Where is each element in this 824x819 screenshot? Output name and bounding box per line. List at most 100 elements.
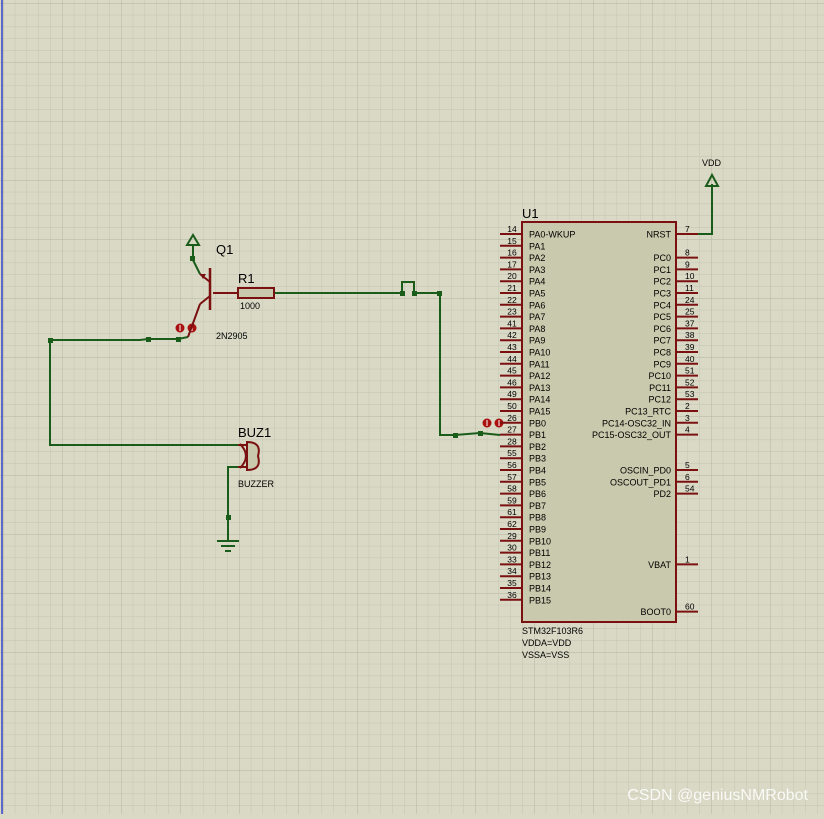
u1-pin-name: PC3 <box>653 289 671 299</box>
u1-pin-number: 62 <box>507 519 517 529</box>
u1-pin-number: 51 <box>685 366 695 376</box>
u1-pin-name: PA12 <box>529 371 550 381</box>
u1-pin-number: 16 <box>507 248 517 258</box>
u1-pin-name: OSCIN_PD0 <box>620 466 671 476</box>
u1-pin-number: 2 <box>685 401 690 411</box>
r1-resistor[interactable]: R1 1000 <box>237 271 275 311</box>
u1-pin-number: 53 <box>685 389 695 399</box>
u1-pin-name: PB9 <box>529 525 546 535</box>
u1-pin-number: 1 <box>685 554 690 564</box>
u1-pin-number: 6 <box>685 472 690 482</box>
u1-pin-number: 26 <box>507 413 517 423</box>
u1-pin-number: 59 <box>507 495 517 505</box>
u1-pin-name: PA11 <box>529 359 550 369</box>
u1-pin-name: PB14 <box>529 584 551 594</box>
u1-pin-name: VBAT <box>648 560 671 570</box>
u1-pin-name: PA6 <box>529 300 545 310</box>
q1-transistor[interactable]: Q1 2N2905 <box>185 233 248 341</box>
u1-pin-number: 33 <box>507 554 517 564</box>
u1-pin-number: 30 <box>507 543 517 553</box>
u1-pin-name: PC6 <box>653 324 671 334</box>
u1-pin-name: PA13 <box>529 383 550 393</box>
u1-pin-number: 8 <box>685 248 690 258</box>
u1-pin-number: 50 <box>507 401 517 411</box>
u1-pin-name: PA14 <box>529 395 550 405</box>
u1-pin-name: PA15 <box>529 407 550 417</box>
u1-pin-number: 35 <box>507 578 517 588</box>
u1-pin-name: PA0-WKUP <box>529 230 575 240</box>
u1-pin-number: 22 <box>507 295 517 305</box>
u1-pin-number: 25 <box>685 307 695 317</box>
u1-prop-vdda: VDDA=VDD <box>522 638 572 648</box>
vdd-terminal[interactable]: VDD <box>702 158 722 187</box>
u1-pin-name: PB3 <box>529 454 546 464</box>
buz1-value-label: BUZZER <box>238 479 275 489</box>
u1-pin-name: PB15 <box>529 595 551 605</box>
u1-pin-number: 27 <box>507 425 517 435</box>
u1-pin-number: 40 <box>685 354 695 364</box>
u1-pin-number: 43 <box>507 342 517 352</box>
u1-pin-name: PB4 <box>529 466 546 476</box>
u1-pin-name: PB6 <box>529 489 546 499</box>
u1-pin-number: 5 <box>685 460 690 470</box>
u1-pin-name: OSCOUT_PD1 <box>610 477 671 487</box>
u1-pin-name: PC12 <box>648 395 671 405</box>
u1-microcontroller[interactable]: U1 STM32F103R6 VDDA=VDD VSSA=VSS 14PA0-W… <box>500 206 698 660</box>
u1-pin-number: 29 <box>507 531 517 541</box>
u1-pin-name: PC7 <box>653 336 671 346</box>
u1-pin-name: PC4 <box>653 300 671 310</box>
q1-ref-label: Q1 <box>216 242 233 257</box>
u1-pin-number: 20 <box>507 271 517 281</box>
u1-pin-name: PA5 <box>529 289 545 299</box>
u1-pin-number: 23 <box>507 307 517 317</box>
u1-pins: 14PA0-WKUP15PA116PA217PA320PA421PA522PA6… <box>500 224 698 617</box>
u1-pin-number: 41 <box>507 318 517 328</box>
u1-pin-name: PC5 <box>653 312 671 322</box>
u1-pin-number: 61 <box>507 507 517 517</box>
u1-pin-number: 54 <box>685 484 695 494</box>
u1-pin-name: PB10 <box>529 536 551 546</box>
buz1-buzzer[interactable]: BUZ1 BUZZER <box>238 425 275 489</box>
u1-pin-name: PC14-OSC32_IN <box>602 418 671 428</box>
u1-pin-number: 10 <box>685 271 695 281</box>
u1-pin-number: 46 <box>507 377 517 387</box>
power-terminal-icon <box>185 233 201 246</box>
u1-pin-number: 55 <box>507 448 517 458</box>
u1-pin-name: PA1 <box>529 241 545 251</box>
wire-junctions <box>48 256 483 520</box>
r1-ref-label: R1 <box>238 271 255 286</box>
buz1-ref-label: BUZ1 <box>238 425 271 440</box>
u1-pin-number: 24 <box>685 295 695 305</box>
u1-pin-number: 11 <box>685 283 694 293</box>
r1-value-label: 1000 <box>240 301 260 311</box>
u1-pin-name: PC10 <box>648 371 671 381</box>
u1-pin-name: PC13_RTC <box>625 407 671 417</box>
u1-pin-name: PC8 <box>653 348 671 358</box>
u1-pin-name: PA2 <box>529 253 545 263</box>
u1-pin-number: 15 <box>507 236 517 246</box>
u1-pin-name: PC1 <box>653 265 671 275</box>
u1-pin-name: PB2 <box>529 442 546 452</box>
u1-pin-number: 42 <box>507 330 517 340</box>
u1-pin-name: PB13 <box>529 572 551 582</box>
u1-ref-label: U1 <box>522 206 539 221</box>
u1-pin-name: PA3 <box>529 265 545 275</box>
u1-pin-number: 39 <box>685 342 695 352</box>
u1-pin-number: 4 <box>685 425 690 435</box>
u1-pin-number: 38 <box>685 330 695 340</box>
wire-vdd-nrst[interactable] <box>698 184 713 235</box>
u1-pin-number: 60 <box>685 602 695 612</box>
u1-pin-name: PC11 <box>649 383 671 393</box>
u1-pin-name: PD2 <box>653 489 671 499</box>
u1-pin-name: PB12 <box>529 560 551 570</box>
u1-pin-number: 17 <box>507 259 517 269</box>
u1-pin-name: PB11 <box>529 548 550 558</box>
u1-pin-name: PC2 <box>653 277 671 287</box>
u1-pin-number: 37 <box>685 318 695 328</box>
u1-pin-name: PB5 <box>529 477 546 487</box>
u1-body <box>521 221 677 623</box>
wire-r1-to-pb0[interactable] <box>274 281 501 436</box>
u1-pin-name: PA4 <box>529 277 545 287</box>
u1-pin-number: 28 <box>507 436 517 446</box>
